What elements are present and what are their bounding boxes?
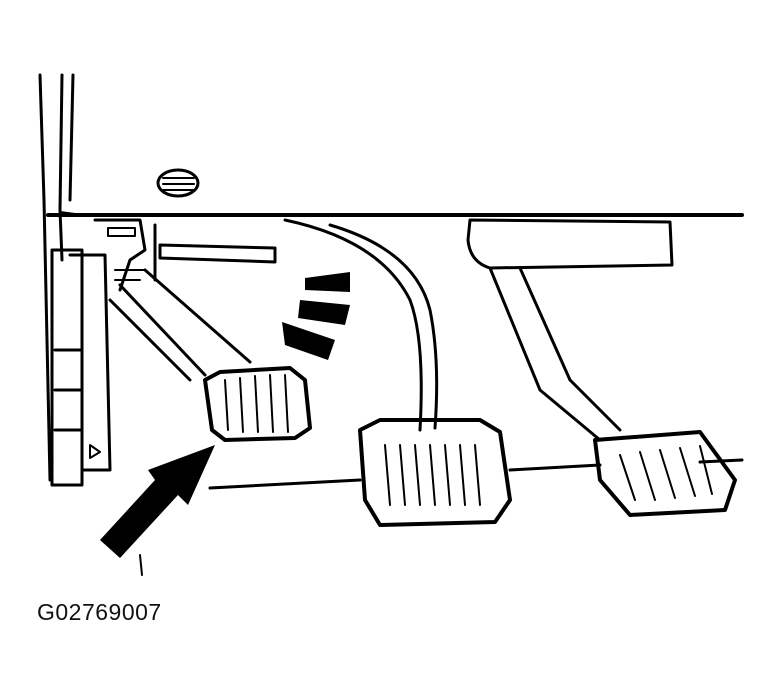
indicator-arrow [100,445,215,558]
accelerator-pedal [466,218,737,517]
steering-column [38,73,112,487]
callout-leader [139,554,143,576]
pedal-bracket [93,218,277,292]
dashboard-edge [46,211,744,217]
motion-arrows [282,272,350,360]
clutch-pedal [108,268,312,442]
brake-pedal [283,218,512,527]
dash-vent [156,168,200,198]
figure-code: G02769007 [37,599,162,625]
